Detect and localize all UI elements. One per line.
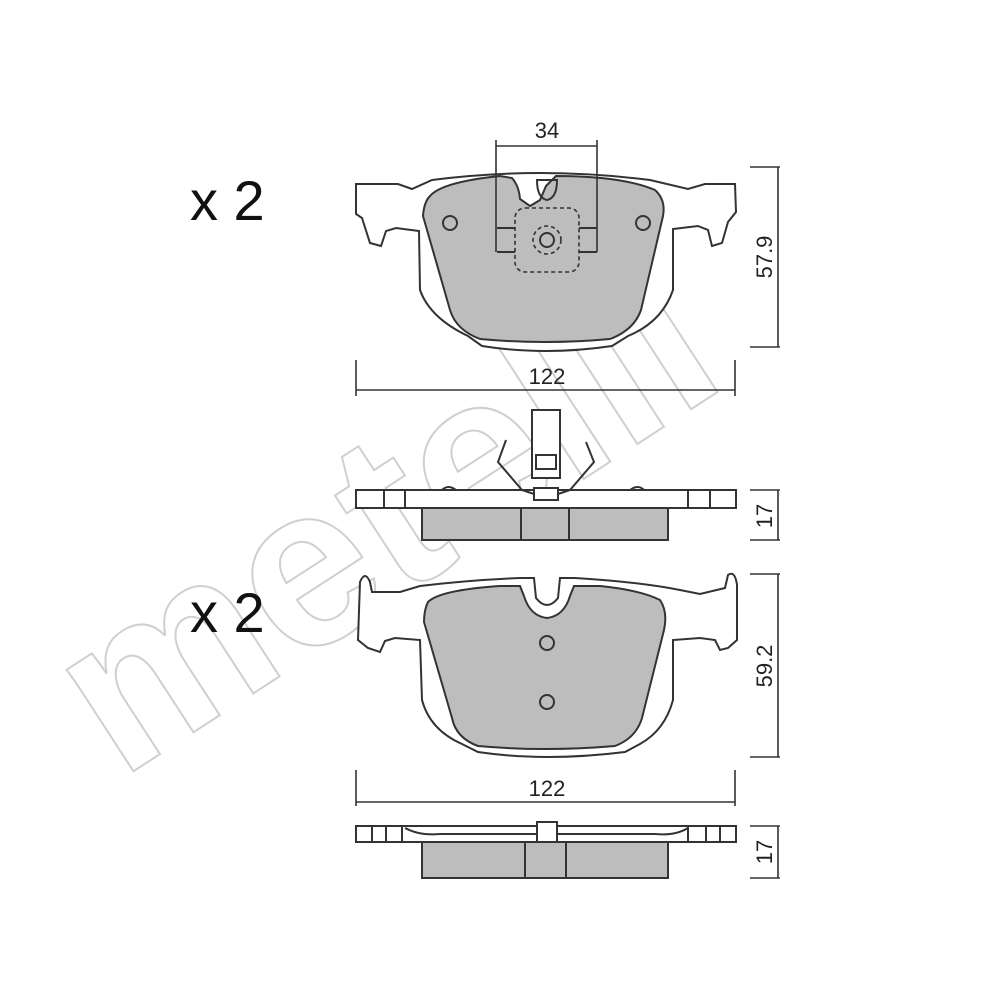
dim-bottom-thickness-label: 17 [752,840,777,864]
bottom-pad-front-view [356,572,738,758]
bottom-width-dimension: 122 [355,770,736,806]
top-pad-front-view [355,172,738,352]
top-pad-side-view [355,409,737,541]
top-height-dimension: 57.9 [750,166,780,348]
dim-top-height-label: 57.9 [752,236,777,279]
bottom-height-dimension: 59.2 [750,573,780,758]
bottom-thickness-dimension: 17 [750,825,780,879]
dim-bottom-height-label: 59.2 [752,645,777,688]
sensor-width-dimension: 34 [495,118,598,252]
top-thickness-dimension: 17 [750,489,780,541]
dim-sensor-label: 34 [535,118,559,143]
top-pad-quantity: x 2 [190,169,265,232]
dim-top-width-label: 122 [529,364,566,389]
dim-top-thickness-label: 17 [752,504,777,528]
dim-bottom-width-label: 122 [529,776,566,801]
top-width-dimension: 122 [355,360,736,396]
bottom-pad-quantity: x 2 [190,581,265,644]
bottom-pad-side-view [355,821,737,879]
